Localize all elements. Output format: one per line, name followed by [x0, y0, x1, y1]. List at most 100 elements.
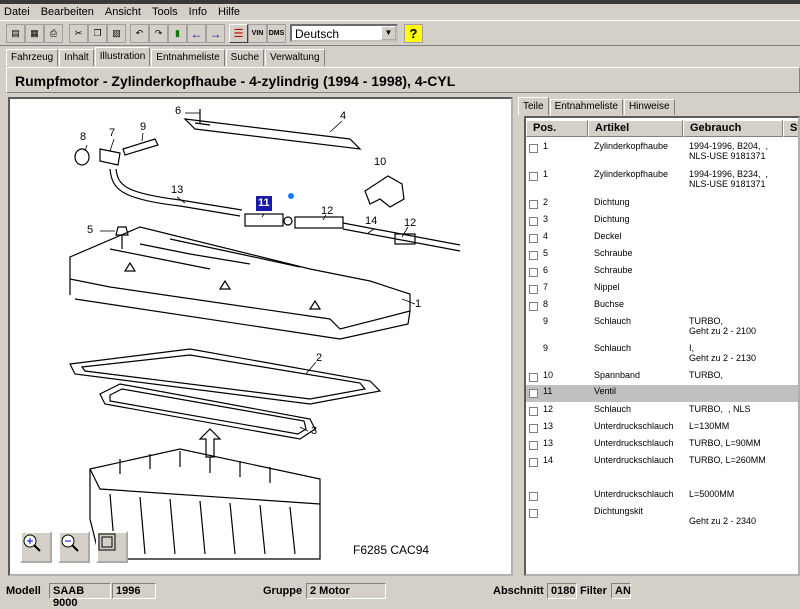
callout-12[interactable]: 12: [321, 205, 334, 217]
row-gebrauch: TURBO, Geht zu 2 - 2100: [689, 316, 757, 336]
paste-icon[interactable]: ▧: [107, 24, 126, 43]
row-checkbox[interactable]: [529, 509, 538, 518]
menu-ansicht[interactable]: Ansicht: [104, 5, 141, 18]
callout-5[interactable]: 5: [87, 224, 94, 236]
table-row[interactable]: Dichtungskit Geht zu 2 - 2340: [526, 505, 798, 531]
tab-illustration[interactable]: Illustration: [94, 47, 151, 66]
menu-bearbeiten[interactable]: Bearbeiten: [40, 5, 94, 18]
row-checkbox[interactable]: [529, 492, 538, 501]
cut-icon[interactable]: ✂: [69, 24, 88, 43]
tab-entnahmeliste-right[interactable]: Entnahmeliste: [549, 99, 623, 115]
row-checkbox[interactable]: [529, 458, 538, 467]
bookmark-icon[interactable]: ▮: [168, 24, 187, 43]
dms-button[interactable]: DMS: [267, 24, 286, 43]
print-icon[interactable]: ⎙: [44, 24, 63, 43]
tab-teile[interactable]: Teile: [518, 97, 549, 115]
row-checkbox[interactable]: [529, 373, 538, 382]
row-gebrauch: L=130MM: [689, 421, 730, 431]
row-checkbox[interactable]: [529, 234, 538, 243]
undo-icon[interactable]: ↶: [130, 24, 149, 43]
row-checkbox[interactable]: [529, 285, 538, 294]
row-checkbox[interactable]: [529, 172, 538, 181]
redo-icon[interactable]: ↷: [149, 24, 168, 43]
parts-list-icon[interactable]: ☰: [229, 24, 248, 43]
row-checkbox[interactable]: [529, 268, 538, 277]
tab-fahrzeug[interactable]: Fahrzeug: [6, 49, 59, 66]
row-checkbox[interactable]: [529, 251, 538, 260]
row-artikel: Unterdruckschlauch: [594, 455, 674, 465]
row-checkbox[interactable]: [529, 302, 538, 311]
callout-1[interactable]: 1: [415, 298, 422, 310]
callout-12b[interactable]: 12: [404, 217, 417, 229]
row-checkbox[interactable]: [529, 424, 538, 433]
tab-suche[interactable]: Suche: [225, 49, 265, 66]
callout-6[interactable]: 6: [175, 105, 182, 117]
fit-page-button[interactable]: [96, 531, 128, 563]
col-gebrauch[interactable]: Gebrauch: [683, 120, 783, 137]
menu-info[interactable]: Info: [188, 5, 208, 18]
row-artikel: Deckel: [594, 231, 622, 241]
callout-2[interactable]: 2: [316, 352, 323, 364]
open-folder-icon[interactable]: ▤: [6, 24, 25, 43]
status-section-label: Abschnitt: [493, 585, 544, 597]
callout-10[interactable]: 10: [374, 156, 387, 168]
row-checkbox[interactable]: [529, 144, 538, 153]
callout-14[interactable]: 14: [365, 215, 378, 227]
col-stk[interactable]: Stk: [783, 120, 798, 137]
tab-verwaltung[interactable]: Verwaltung: [265, 49, 325, 66]
language-select[interactable]: Deutsch ▼: [290, 24, 398, 42]
row-checkbox[interactable]: [529, 200, 538, 209]
help-icon[interactable]: ?: [404, 24, 423, 43]
callout-8[interactable]: 8: [80, 131, 87, 143]
row-gebrauch: L=5000MM: [689, 489, 735, 499]
tab-hinweise[interactable]: Hinweise: [623, 99, 675, 115]
row-artikel: Schraube: [594, 248, 633, 258]
save-icon[interactable]: ▦: [25, 24, 44, 43]
row-artikel: Dichtung: [594, 214, 630, 224]
col-pos[interactable]: Pos.: [526, 120, 588, 137]
callout-9[interactable]: 9: [140, 121, 147, 133]
row-checkbox[interactable]: [529, 441, 538, 450]
tab-inhalt[interactable]: Inhalt: [59, 49, 94, 66]
row-checkbox[interactable]: [529, 407, 538, 416]
chevron-down-icon[interactable]: ▼: [381, 26, 396, 40]
menu-datei[interactable]: Datei: [4, 5, 30, 18]
illustration-panel[interactable]: 6 4 8 7 9 10 13 11 12 14 12 5 1 2 3 F628…: [8, 97, 513, 576]
callout-13[interactable]: 13: [171, 184, 184, 196]
row-checkbox[interactable]: [529, 217, 538, 226]
vin-button[interactable]: VIN: [248, 24, 267, 43]
back-arrow-icon[interactable]: ←: [187, 24, 206, 43]
callout-7[interactable]: 7: [109, 127, 116, 139]
tab-entnahmeliste[interactable]: Entnahmeliste: [151, 49, 225, 66]
callout-4[interactable]: 4: [340, 110, 347, 122]
row-artikel: Schlauch: [594, 343, 632, 353]
zoom-in-button[interactable]: [20, 531, 52, 563]
row-checkbox[interactable]: [529, 389, 538, 398]
menu-tools[interactable]: Tools: [151, 5, 178, 18]
callout-11-selected[interactable]: 11: [258, 197, 270, 209]
copy-icon[interactable]: ❐: [88, 24, 107, 43]
forward-arrow-icon[interactable]: →: [206, 24, 225, 43]
menu-hilfe[interactable]: Hilfe: [218, 5, 241, 18]
callout-3[interactable]: 3: [311, 425, 318, 437]
zoom-out-button[interactable]: [58, 531, 90, 563]
col-artikel[interactable]: Artikel: [588, 120, 683, 137]
